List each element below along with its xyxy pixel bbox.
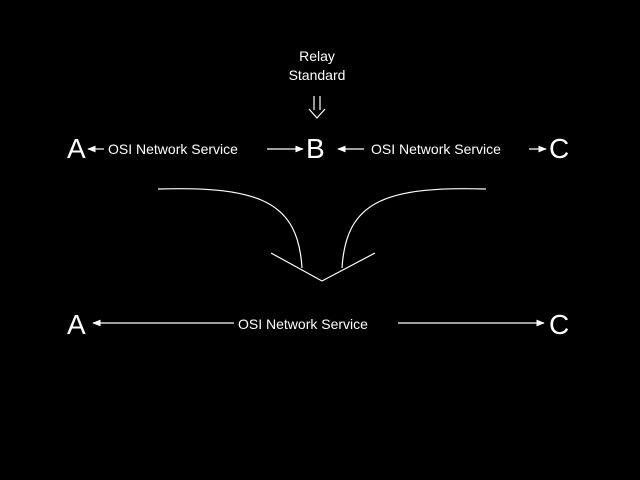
top-node-b: B — [306, 133, 325, 164]
edge-a-c-label: OSI Network Service — [238, 316, 368, 332]
top-node-a: A — [67, 133, 86, 164]
converge-arrow — [157, 188, 487, 282]
edge-a-b: OSI Network Service — [87, 141, 304, 157]
edge-b-c: OSI Network Service — [337, 141, 547, 157]
edge-a-c: OSI Network Service — [92, 316, 545, 332]
bottom-node-a: A — [67, 309, 86, 340]
top-node-c: C — [549, 133, 569, 164]
relay-label-line1: Relay — [299, 48, 335, 64]
edge-b-c-label: OSI Network Service — [371, 141, 501, 157]
edge-a-b-label: OSI Network Service — [108, 141, 238, 157]
relay-label-line2: Standard — [289, 67, 346, 83]
bottom-node-c: C — [549, 309, 569, 340]
double-down-arrow-icon — [308, 96, 326, 119]
